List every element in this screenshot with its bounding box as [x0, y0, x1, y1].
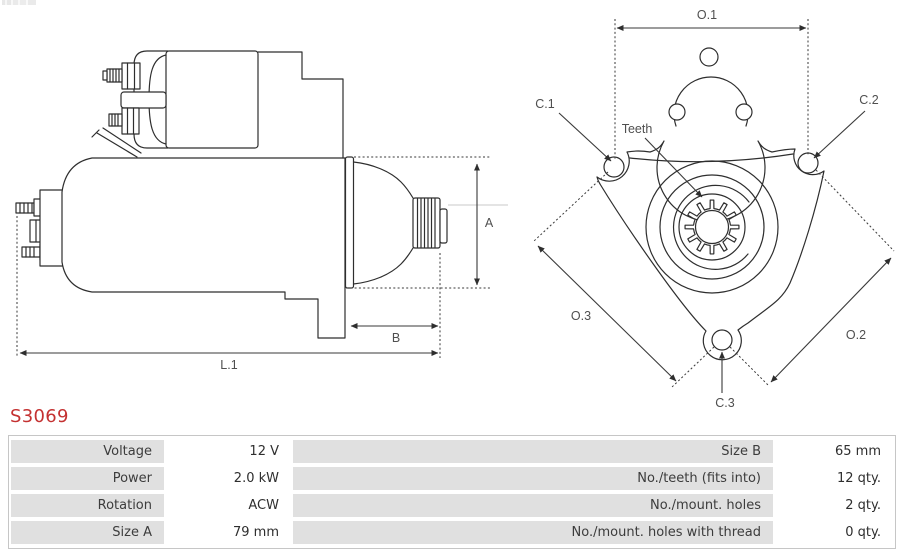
dim-label-o2: O.2 — [846, 328, 866, 342]
leader-c1 — [558, 112, 612, 162]
front-view-dimensions: O.1 O.3 O.2 C.1 C.2 C.3 Teeth — [533, 8, 895, 410]
spec-label: Size A — [11, 521, 164, 544]
spec-row-1: Voltage 12 V Size B 65 mm — [11, 440, 893, 463]
starter-side-view: A B L.1 — [15, 50, 508, 372]
rear-end-cap — [39, 189, 65, 267]
solenoid-terminal-upper — [102, 62, 141, 90]
spec-row-2: Power 2.0 kW No./teeth (fits into) 12 qt… — [11, 467, 893, 490]
spec-value: 12 V — [166, 440, 291, 463]
spec-row-3: Rotation ACW No./mount. holes 2 qty. — [11, 494, 893, 517]
spec-label: No./mount. holes with thread — [293, 521, 773, 544]
mount-hole-c1 — [603, 156, 625, 178]
spec-label: Voltage — [11, 440, 164, 463]
shaft-bore — [694, 209, 730, 245]
spec-label: No./mount. holes — [293, 494, 773, 517]
spec-label: Power — [11, 467, 164, 490]
housing-circles — [645, 160, 779, 294]
spec-value: 12 qty. — [775, 467, 893, 490]
leader-c2 — [813, 110, 866, 159]
dome-inner-arch — [673, 76, 749, 127]
mount-hole-c3 — [711, 329, 733, 351]
spec-value: 2.0 kW — [166, 467, 291, 490]
spec-table: Voltage 12 V Size B 65 mm Power 2.0 kW N… — [8, 435, 896, 549]
spec-value: 65 mm — [775, 440, 893, 463]
side-view-dimensions: A B L.1 — [16, 156, 494, 372]
spec-value: 0 qty. — [775, 521, 893, 544]
spec-label: No./teeth (fits into) — [293, 467, 773, 490]
spec-value: 79 mm — [166, 521, 291, 544]
dim-label-o1: O.1 — [697, 8, 717, 22]
dim-label-c2: C.2 — [859, 93, 879, 107]
dim-label-b: B — [392, 331, 400, 345]
dim-label-a: A — [485, 216, 494, 230]
dim-line-o3 — [537, 245, 677, 382]
leader-teeth — [644, 137, 703, 198]
mount-hole-c2 — [797, 152, 819, 174]
pinion-gear-side — [412, 197, 508, 249]
motor-body — [61, 157, 346, 339]
solenoid-tab — [120, 91, 167, 109]
part-number: S3069 — [10, 406, 69, 427]
solenoid-terminal-lower — [108, 107, 140, 135]
dim-label-c1: C.1 — [535, 97, 555, 111]
spec-value: ACW — [166, 494, 291, 517]
dim-label-l1: L.1 — [220, 358, 237, 372]
dim-label-teeth: Teeth — [622, 122, 653, 136]
spec-row-4: Size A 79 mm No./mount. holes with threa… — [11, 521, 893, 544]
pinion-teeth-front — [684, 199, 740, 255]
spec-label: Size B — [293, 440, 773, 463]
solenoid — [91, 50, 259, 158]
drive-housing-step — [257, 51, 344, 159]
dim-label-c3: C.3 — [715, 396, 735, 410]
dim-label-o3: O.3 — [571, 309, 591, 323]
drive-end-bell — [352, 161, 414, 285]
spec-value: 2 qty. — [775, 494, 893, 517]
dome-bolt-circles — [668, 47, 753, 121]
technical-drawing: A B L.1 — [15, 8, 895, 410]
mounting-flange-edge — [344, 156, 355, 289]
pinion-tip — [439, 208, 448, 244]
spec-label: Rotation — [11, 494, 164, 517]
starter-front-view: O.1 O.3 O.2 C.1 C.2 C.3 Teeth — [533, 8, 895, 410]
solenoid-body — [165, 50, 259, 149]
dim-line-o2 — [770, 257, 892, 383]
solenoid-bracket-wire — [91, 127, 142, 158]
mounting-holes — [603, 152, 819, 351]
watermark-fragment — [2, 0, 36, 5]
